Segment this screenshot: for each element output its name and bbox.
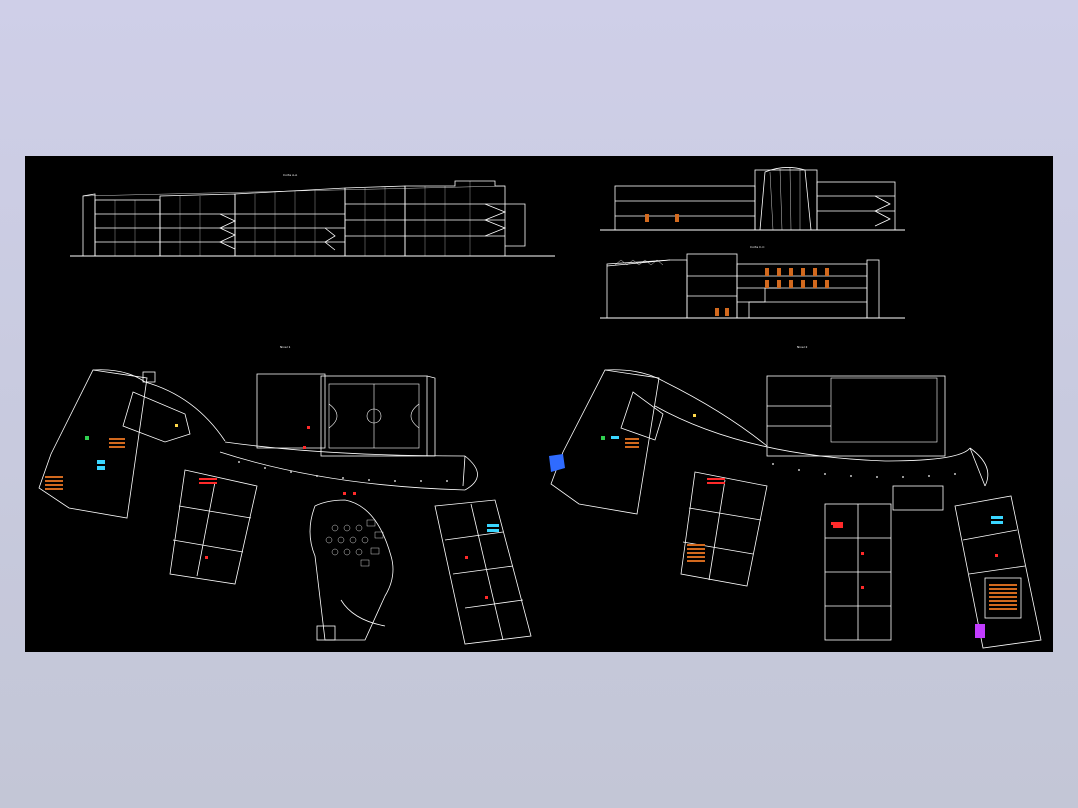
cad-viewport[interactable]: Corte A-A Corte C-C Nivel 1 Nivel 2	[25, 156, 1053, 652]
cad-drawing: Corte A-A Corte C-C Nivel 1 Nivel 2	[38, 167, 1042, 649]
transverse-section-drawing	[600, 253, 905, 319]
section-c-title: Corte C-C	[750, 245, 764, 249]
floor-plan-level-2-drawing	[550, 369, 1042, 649]
plan-level-1-title: Nivel 1	[280, 345, 290, 349]
cross-section-drawing	[600, 167, 905, 231]
plan-level-2-title: Nivel 2	[797, 345, 807, 349]
floor-plan-level-1-drawing	[38, 369, 532, 645]
color-accents	[45, 214, 1017, 638]
long-section-grid	[114, 181, 471, 256]
cafeteria-tables	[325, 519, 384, 567]
section-a-title: Corte A-A	[283, 173, 298, 177]
long-section-drawing	[70, 180, 555, 257]
column-markers	[238, 461, 956, 482]
